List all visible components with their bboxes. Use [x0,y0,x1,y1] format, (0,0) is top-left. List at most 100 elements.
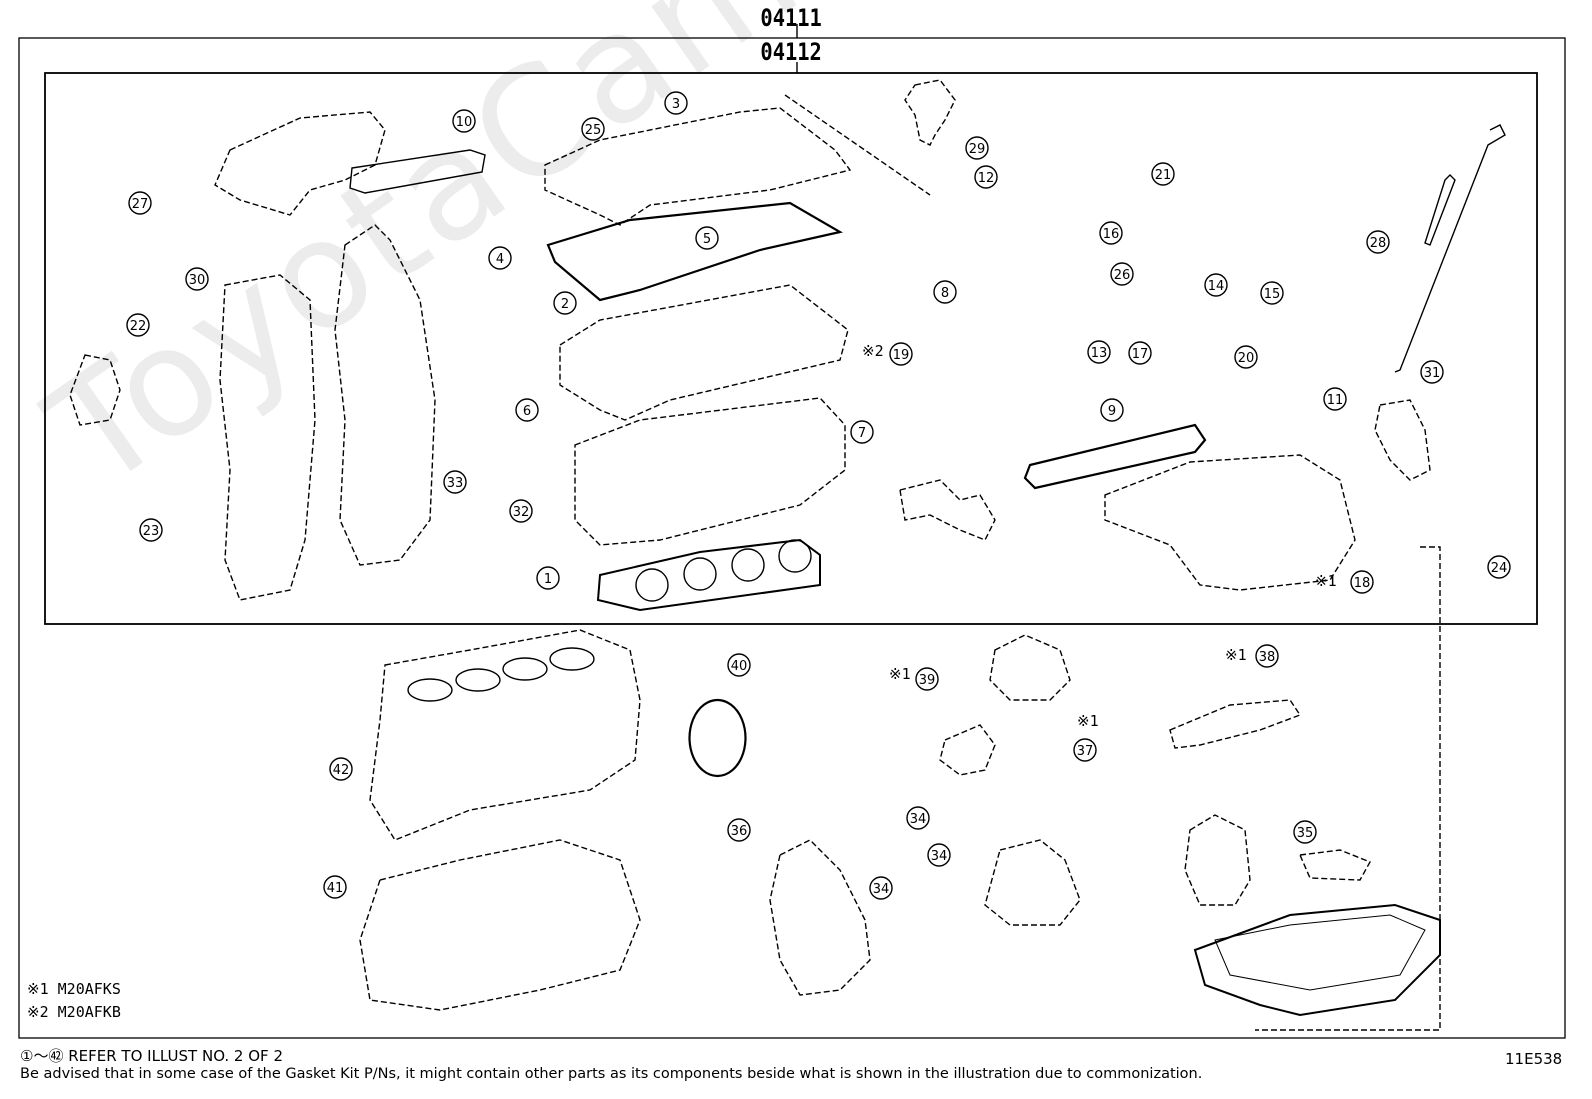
callout-number: 8 [941,286,949,301]
callout-number: 32 [513,505,530,520]
callout-circle [515,398,539,422]
callout-13: 13 [1087,340,1111,364]
callout-number: 21 [1155,168,1172,183]
head-gasket-part [596,538,821,612]
callout-circle [139,518,163,542]
callout-40: 40 [727,653,751,677]
callout-10: 10 [452,109,476,133]
callout-circle [727,818,751,842]
callout-circle [974,165,998,189]
timing-cover-2-part [334,224,436,566]
callout-circle [329,757,353,781]
callout-circle [126,313,150,337]
callout-19: 19 [889,342,913,366]
timing-cover-part [219,274,316,601]
callout-15: 15 [1260,281,1284,305]
callout-31: 31 [1420,360,1444,384]
callout-37: 37 [1073,738,1097,762]
callout-circle [1151,162,1175,186]
intake-manifold-part [1104,454,1356,591]
callout-circle [1487,555,1511,579]
callout-number: 40 [731,659,748,674]
callout-number: 5 [703,232,711,247]
callout-28: 28 [1366,230,1390,254]
callout-circle [850,420,874,444]
callout-number: 10 [456,115,473,130]
callout-1: 1 [536,566,560,590]
callout-number: 25 [585,123,602,138]
callout-number: 34 [910,812,927,827]
callout-circle [889,342,913,366]
callout-8: 8 [933,280,957,304]
callout-circle [1087,340,1111,364]
oil-pan-part [1193,903,1441,1017]
callout-number: 35 [1297,826,1314,841]
callout-number: 22 [130,319,147,334]
callout-number: 13 [1091,346,1108,361]
callout-22: 22 [126,313,150,337]
callout-number: 42 [333,763,350,778]
callout-27: 27 [128,191,152,215]
callout-number: 31 [1424,366,1441,381]
callout-circle [1350,570,1374,594]
callout-number: 29 [969,142,986,157]
callout-26: 26 [1110,262,1134,286]
callout-34c: 34 [869,876,893,900]
callout-number: 30 [189,273,206,288]
callout-17: 17 [1128,341,1152,365]
callout-21: 21 [1151,162,1175,186]
callout-29: 29 [965,136,989,160]
callout-circle [1323,387,1347,411]
callout-circle [536,566,560,590]
callout-circle [581,117,605,141]
callout-number: 38 [1259,650,1276,665]
callout-34a: 34 [906,806,930,830]
callout-circle [1255,644,1279,668]
callout-34b: 34 [927,843,951,867]
callout-6: 6 [515,398,539,422]
intake-gasket-part [1023,423,1207,490]
inner-kit-frame [44,72,1538,625]
callout-20: 20 [1234,345,1258,369]
callout-circle [1128,341,1152,365]
callout-circle [452,109,476,133]
callout-14: 14 [1204,273,1228,297]
callout-number: 19 [893,348,910,363]
marker-37: ※1 [1077,712,1099,730]
callout-circle [1260,281,1284,305]
marker-18: ※1 [1315,572,1337,590]
advisory-note: Be advised that in some case of the Gask… [20,1066,1203,1082]
callout-number: 1 [544,572,552,587]
callout-39: 39 [915,667,939,691]
cylinder-head-part [574,397,846,546]
callout-3: 3 [664,91,688,115]
refer-note: ①～㊷ REFER TO ILLUST NO. 2 OF 2 [20,1047,283,1065]
callout-circle [1099,221,1123,245]
callout-30: 30 [185,267,209,291]
callout-number: 11 [1327,393,1344,408]
callout-number: 27 [132,197,149,212]
callout-number: 24 [1491,561,1508,576]
callout-number: 14 [1208,279,1225,294]
callout-number: 2 [561,297,569,312]
outer-kit-part-number: 04111 [760,4,822,32]
callout-number: 20 [1238,351,1255,366]
marker-38: ※1 [1225,646,1247,664]
callout-number: 36 [731,824,748,839]
callout-circle [727,653,751,677]
exhaust-manifold-gasket-part [349,149,486,194]
callout-circle [1073,738,1097,762]
head-cover-part [544,107,852,226]
callout-12: 12 [974,165,998,189]
callout-number: 34 [873,882,890,897]
legend-line-2: ※2 M20AFKB [27,1003,121,1021]
callout-number: 4 [496,252,504,267]
callout-circle [1234,345,1258,369]
oil-dipstick-part [1394,124,1506,373]
callout-33: 33 [443,470,467,494]
illustration-code: 11E538 [1505,1050,1563,1068]
callout-number: 41 [327,881,344,896]
callout-41: 41 [323,875,347,899]
callout-number: 12 [978,171,995,186]
